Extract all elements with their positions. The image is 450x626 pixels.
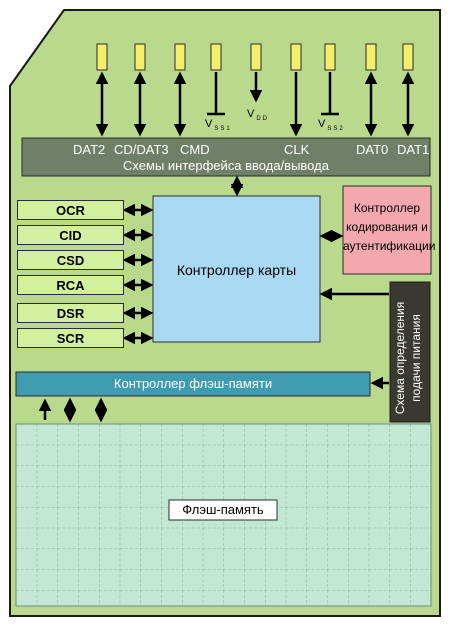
pin-label-dat1: DAT1 <box>397 142 430 157</box>
pin-label-clk: CLK <box>284 142 310 157</box>
pin-contact-dat2 <box>96 43 108 71</box>
power-detect-box <box>389 281 431 423</box>
crypto-label-line-2: кодирования и <box>346 220 428 234</box>
pin-contact-cd-dat3 <box>134 43 146 71</box>
io-interface-bar <box>21 137 431 177</box>
register-rca: RCA <box>17 275 124 295</box>
register-scr: SCR <box>17 328 124 348</box>
pins-group <box>95 43 415 137</box>
pin-contact-vss1 <box>210 43 222 71</box>
pin-contact-dat0 <box>365 43 377 71</box>
crypto-label-line-3: аутентификации <box>343 239 436 253</box>
pin-contact-vss2 <box>324 43 336 71</box>
power-detect-label: Схема определения подачи питания <box>392 288 428 428</box>
pin-label-dat2: DAT2 <box>73 142 106 157</box>
pin-contact-cmd <box>174 43 186 71</box>
register-arrows <box>122 203 154 345</box>
pin-label-cd-dat3: CD/DAT3 <box>114 142 169 157</box>
pin-label-cmd: CMD <box>180 142 210 157</box>
io-interface-label: Схемы интерфейса ввода/вывода <box>123 158 329 173</box>
crypto-label-line-1: Контроллер <box>353 201 421 215</box>
crypto-controller-label: Контроллер кодирования и аутентификации <box>343 199 436 256</box>
flash-controller-box <box>15 371 371 397</box>
pin-contact-dat1 <box>402 43 414 71</box>
flash-memory-label-box <box>168 499 278 521</box>
register-ocr: OCR <box>17 200 124 220</box>
pin-contact-vdd <box>250 43 262 71</box>
power-label-line-1: Схема определения <box>393 301 407 415</box>
register-cid: CID <box>17 225 124 245</box>
card-controller-box <box>152 195 321 343</box>
power-label-line-2: подачи питания <box>409 314 423 402</box>
register-csd: CSD <box>17 250 124 270</box>
flash-controller-label: Контроллер флэш-памяти <box>113 376 273 391</box>
pin-label-dat0: DAT0 <box>356 142 389 157</box>
card-controller-label: Контроллер карты <box>176 262 297 278</box>
pin-contact-clk <box>290 43 302 71</box>
flash-memory-label: Флэш-память <box>182 502 264 517</box>
crypto-controller-box <box>342 185 432 275</box>
register-dsr: DSR <box>17 303 124 323</box>
